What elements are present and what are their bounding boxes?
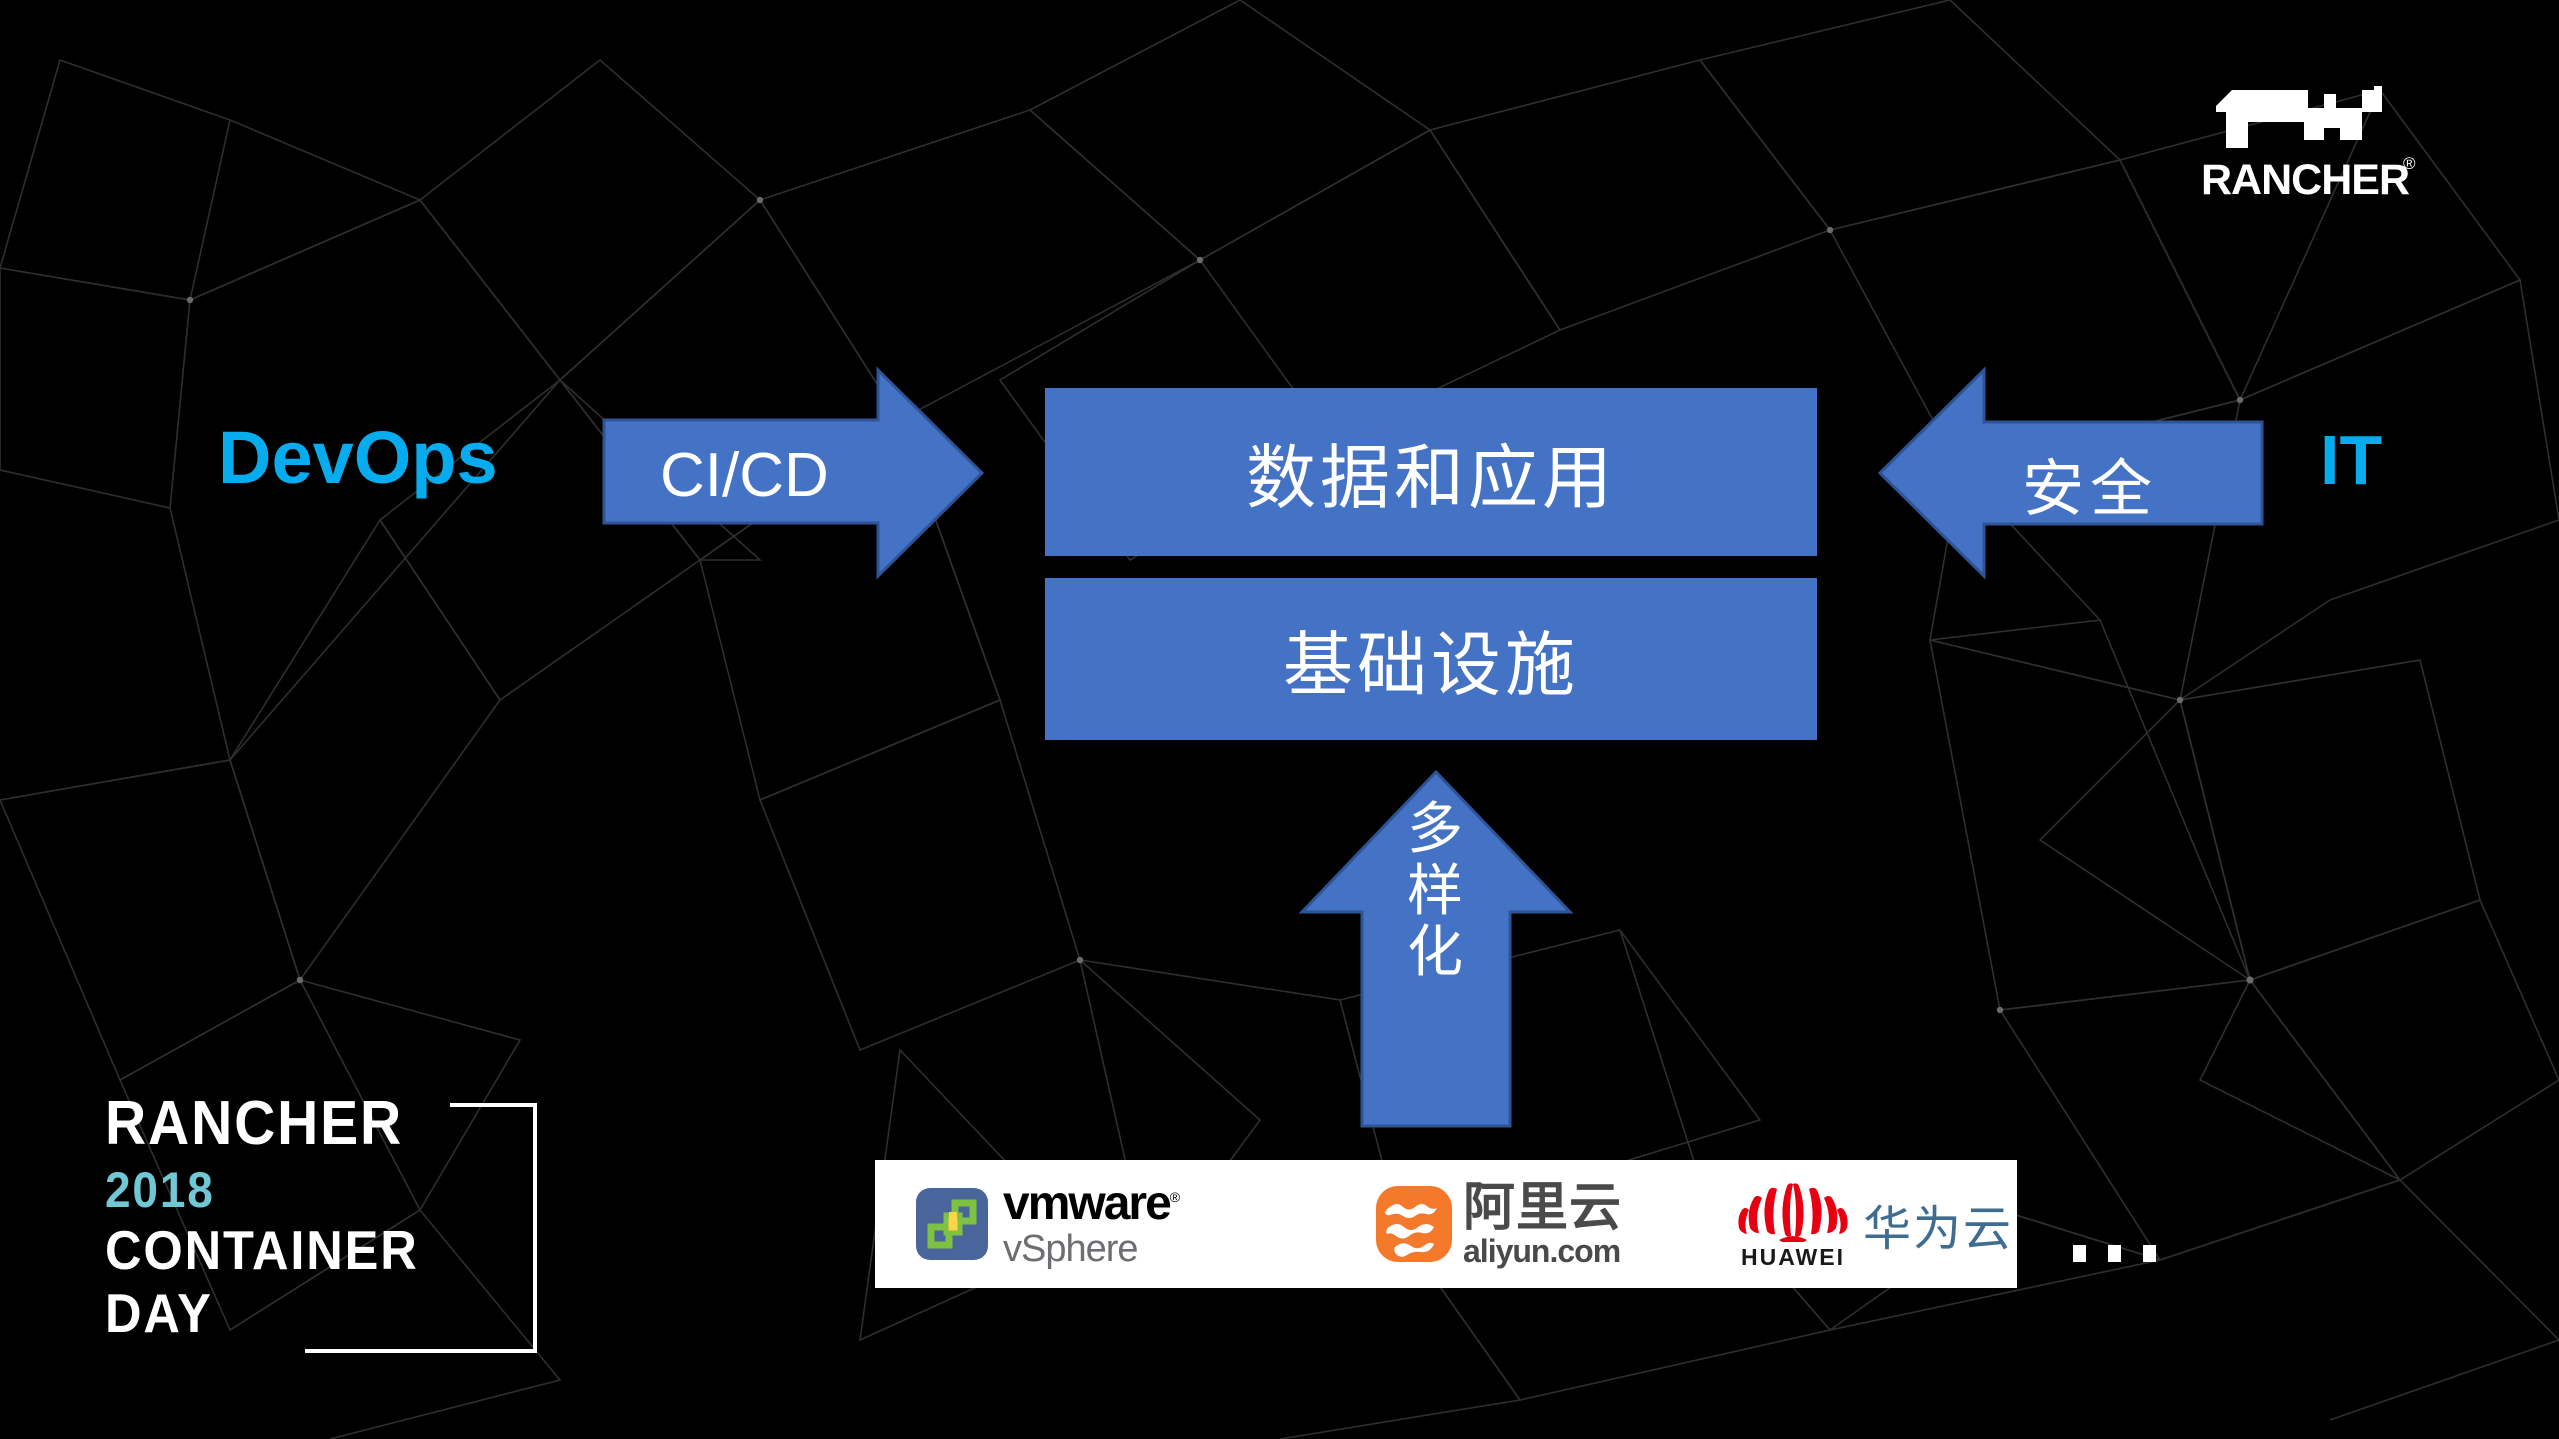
rancher-cow-icon [2216, 86, 2382, 148]
devops-label: DevOps [218, 416, 498, 499]
security-arrow [1877, 366, 2264, 580]
huawei-flower-icon [1738, 1182, 1848, 1242]
huawei-logo: HUAWEI 华为云 [1737, 1160, 2013, 1288]
vendor-logo-strip: vmware® vSphere 阿里云 aliyun.com [875, 1160, 2017, 1288]
event-logo: RANCHER 2018 CONTAINER DAY [105, 1093, 625, 1368]
vmware-vsphere-icon [916, 1188, 988, 1260]
ellipsis-dot [2143, 1245, 2156, 1262]
aliyun-logo: 阿里云 aliyun.com [1375, 1160, 1622, 1288]
rancher-logo: RANCHER ® [2190, 78, 2420, 218]
aliyun-domain: aliyun.com [1463, 1232, 1621, 1269]
vmware-name-text: vmware [1003, 1177, 1172, 1230]
event-logo-line-rancher: RANCHER [105, 1089, 404, 1158]
vmware-trademark: ® [1169, 1189, 1180, 1205]
rancher-wordmark: RANCHER [2201, 156, 2410, 204]
data-and-apps-label: 数据和应用 [1246, 438, 1616, 517]
vmware-name: vmware® [1003, 1177, 1180, 1230]
infrastructure-label: 基础设施 [1283, 625, 1579, 704]
event-logo-line-year: 2018 [105, 1162, 215, 1218]
cicd-arrow [602, 366, 985, 580]
huawei-brand-block: HUAWEI [1737, 1178, 1849, 1271]
event-logo-line-container: CONTAINER [105, 1219, 419, 1281]
ellipsis-dot [2073, 1245, 2086, 1262]
infrastructure-box: 基础设施 [1045, 578, 1817, 740]
ellipsis-dot [2108, 1245, 2121, 1262]
rancher-trademark: ® [2403, 154, 2416, 173]
aliyun-cloud-icon [1376, 1186, 1452, 1262]
aliyun-name-cn: 阿里云 [1463, 1177, 1623, 1238]
it-label: IT [2320, 421, 2383, 499]
vmware-product: vSphere [1003, 1228, 1139, 1270]
huawei-name-cn: 华为云 [1863, 1201, 2014, 1257]
more-vendors-ellipsis [2073, 1245, 2156, 1262]
huawei-name: HUAWEI [1741, 1243, 1845, 1270]
data-and-apps-box: 数据和应用 [1045, 388, 1817, 556]
diversification-arrow [1298, 769, 1574, 1128]
vmware-logo: vmware® vSphere [915, 1160, 1180, 1288]
event-logo-line-day: DAY [105, 1282, 213, 1344]
